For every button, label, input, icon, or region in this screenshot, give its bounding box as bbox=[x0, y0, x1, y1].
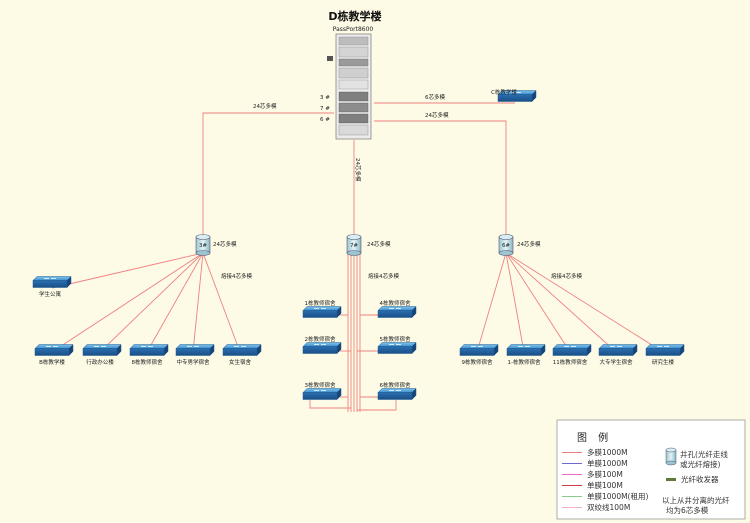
switch-dorm9[interactable]: 9栋教师宿舍 bbox=[459, 343, 499, 367]
label-core-right-top: 6芯多模 bbox=[425, 93, 445, 101]
switch-student-apt[interactable]: 学生公寓 bbox=[32, 275, 72, 299]
well-w6[interactable]: 6# bbox=[498, 234, 514, 256]
well-legend-icon bbox=[665, 447, 677, 466]
switch-label: 6栋教师宿舍 bbox=[380, 381, 411, 389]
switch-dorm6[interactable]: 6栋教师宿舍 bbox=[377, 381, 417, 401]
legend-item-label: 单膜1000M(租用) bbox=[587, 491, 648, 501]
label-fanout6: 熔接4芯多模 bbox=[551, 272, 582, 280]
legend-item-label: 单膜100M bbox=[587, 480, 623, 490]
legend-note-2: 均为6芯多模 bbox=[666, 505, 709, 515]
switch-dorm3[interactable]: 3栋教师宿舍 bbox=[302, 381, 342, 401]
switch-dorm4[interactable]: 4栋教师宿舍 bbox=[377, 299, 417, 319]
switch-label: 行政办公楼 bbox=[86, 358, 114, 366]
switch-dorm11[interactable]: 11栋教师宿舍 bbox=[552, 343, 592, 367]
link-core-to-well6 bbox=[374, 120, 507, 236]
legend-transceiver: 光纤收发器 bbox=[681, 474, 719, 484]
label-well7: 24芯多模 bbox=[367, 240, 391, 248]
switch-label: 2栋教师宿舍 bbox=[305, 335, 336, 343]
switch-dorm-college[interactable]: 大专学生宿舍 bbox=[598, 343, 638, 367]
switch-label: 8栋教师宿舍 bbox=[132, 358, 163, 366]
label-fanout3: 熔接4芯多模 bbox=[221, 272, 252, 280]
switch-grad[interactable]: 研究生楼 bbox=[645, 343, 685, 367]
switch-admin[interactable]: 行政办公楼 bbox=[82, 343, 122, 367]
server-port-6: 6 # bbox=[320, 117, 330, 123]
switch-label: 学生公寓 bbox=[39, 290, 62, 298]
legend-box bbox=[556, 419, 746, 520]
transceiver-icon bbox=[666, 478, 676, 481]
legend-title: 图 例 bbox=[577, 431, 612, 444]
well-w3[interactable]: 3# bbox=[195, 234, 211, 256]
switch-label: 女生宿舍 bbox=[229, 358, 252, 366]
well-label: 3# bbox=[199, 243, 207, 249]
legend-well-desc-2: 或光纤熔接) bbox=[680, 459, 720, 469]
switch-label: 9栋教师宿舍 bbox=[462, 358, 493, 366]
label-core-right-bottom: 24芯多模 bbox=[425, 111, 449, 119]
label-core-left: 24芯多模 bbox=[253, 102, 277, 110]
legend: 图 例 多膜1000M单膜1000M多膜100M单膜100M单膜1000M(租用… bbox=[556, 419, 746, 520]
switch-dorm2[interactable]: 2栋教师宿舍 bbox=[302, 335, 342, 355]
label-core-down: 24芯多模 bbox=[354, 158, 362, 182]
well-label: 7# bbox=[350, 243, 358, 249]
switch-dorm-mid[interactable]: 中专男学宿舍 bbox=[175, 343, 215, 367]
legend-item-label: 双绞线100M bbox=[587, 502, 630, 512]
switch-dorm-a1[interactable]: 1-栋教师宿舍 bbox=[506, 343, 546, 367]
server-model: PassPort8600 bbox=[333, 26, 374, 33]
legend-well-desc-1: 井孔(光纤走线 bbox=[680, 449, 728, 459]
switch-dorm1[interactable]: 1栋教师宿舍 bbox=[302, 299, 342, 319]
switch-label: 中专男学宿舍 bbox=[176, 358, 210, 366]
link-core-to-well3 bbox=[202, 112, 334, 236]
label-well3: 24芯多模 bbox=[213, 240, 237, 248]
switch-dorm-female[interactable]: 女生宿舍 bbox=[222, 343, 262, 367]
switch-c-building[interactable]: C栋教学楼 bbox=[491, 88, 537, 103]
switch-label: 5栋教师宿舍 bbox=[380, 335, 411, 343]
server-port-7: 7 # bbox=[320, 106, 330, 112]
legend-item-label: 多膜1000M bbox=[587, 447, 628, 457]
switch-label: 大专学生宿舍 bbox=[599, 358, 633, 366]
switch-label: B栋教学楼 bbox=[39, 358, 65, 366]
label-well6: 24芯多模 bbox=[517, 240, 541, 248]
well-w7[interactable]: 7# bbox=[346, 234, 362, 256]
well-label: 6# bbox=[502, 243, 510, 249]
switch-dorm5[interactable]: 5栋教师宿舍 bbox=[377, 335, 417, 355]
switch-label: 1-栋教师宿舍 bbox=[508, 358, 541, 366]
legend-item-label: 单膜1000M bbox=[587, 458, 628, 468]
label-fanout7: 熔接4芯多模 bbox=[368, 272, 399, 280]
switch-label: 1栋教师宿舍 bbox=[305, 299, 336, 307]
switch-b-building[interactable]: B栋教学楼 bbox=[34, 343, 74, 367]
legend-item-label: 多膜100M bbox=[587, 469, 623, 479]
core-server-rack[interactable] bbox=[327, 33, 372, 140]
diagram-title: D栋教学楼 bbox=[328, 9, 381, 23]
legend-note-1: 以上从井分离的光纤 bbox=[662, 495, 730, 505]
switch-label: 11栋教师宿舍 bbox=[553, 358, 588, 366]
switch-label: 3栋教师宿舍 bbox=[305, 381, 336, 389]
switch-dorm8[interactable]: 8栋教师宿舍 bbox=[129, 343, 169, 367]
switch-label: 研究生楼 bbox=[652, 358, 675, 366]
wells: 3# 7# 6# bbox=[195, 234, 514, 256]
switch-label: C栋教学楼 bbox=[491, 88, 517, 96]
server-port-3: 3 # bbox=[320, 95, 330, 101]
switch-label: 4栋教师宿舍 bbox=[380, 299, 411, 307]
